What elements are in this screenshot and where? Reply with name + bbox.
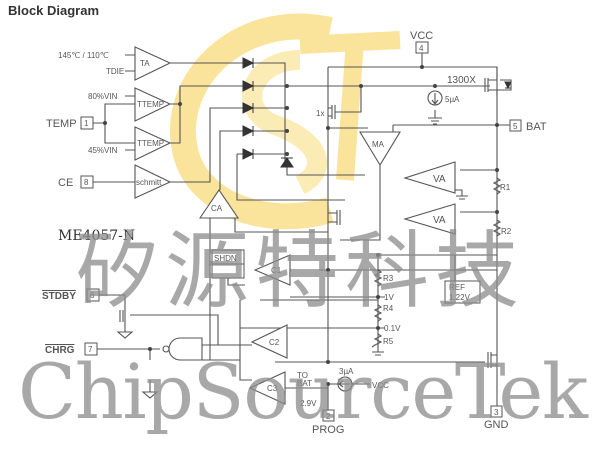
svg-text:GND: GND [484,419,509,431]
r3-label: R3 [383,274,394,283]
diode-icon [280,157,294,168]
diode-icon [242,125,255,137]
svg-text:STDBY: STDBY [42,291,76,302]
svg-text:PROG: PROG [312,424,344,436]
svg-text:VCC: VCC [410,30,433,42]
current-source-5ua [427,90,443,106]
c1-comparator: C1 [253,254,291,286]
transistors [119,67,512,368]
svg-text:3: 3 [494,408,499,417]
temp-amplifier-2: TTEMP [134,126,172,161]
svg-text:TEMP: TEMP [46,118,77,130]
mirror-label: 1x [316,109,324,118]
pin-vcc[interactable]: VCC 4 [410,30,433,54]
svg-text:SHDN: SHDN [214,254,237,263]
svg-text:5: 5 [513,122,518,131]
current-source-3ua [337,376,353,392]
temp-amplifier-1: TTEMP [134,87,172,122]
svg-text:C3: C3 [267,384,278,393]
c3-comparator: C3 [248,371,286,405]
tdie-label: TDIE [106,67,124,76]
watermark-chinese: 矽源特科技 [75,222,525,320]
svg-text:4: 4 [419,44,424,53]
pin-ce[interactable]: CE 8 [58,175,94,189]
pin-temp[interactable]: TEMP 1 [46,116,94,130]
ma-amplifier: MA [359,131,401,167]
r2-label: R2 [501,227,512,236]
to-label: TO [297,371,308,380]
svg-text:1: 1 [84,119,89,128]
svg-text:CE: CE [58,177,73,189]
junction-dots [103,65,499,386]
svg-text:MA: MA [372,140,385,149]
diode-array [242,57,512,168]
0-1v-label: 0.1V [384,324,401,333]
bat-label: BAT [297,379,312,388]
v45-label: 45%VIN [88,146,118,155]
va-amplifier-2: VA [403,203,456,235]
diode-icon [242,80,255,92]
pin-stdby[interactable]: STDBY 6 [42,288,100,302]
i3-label: 3µA [339,367,354,376]
page-title: Block Diagram [8,3,99,18]
ca-amplifier: CA [198,189,240,219]
svg-text:REF: REF [449,283,465,292]
r1-label: R1 [500,183,511,192]
watermark-english: ChipSourceTek [18,347,589,436]
svg-text:schmitt: schmitt [136,178,162,187]
schmitt-trigger: schmitt [134,164,172,199]
temp-threshold-label: 145℃ / 110℃ [58,51,109,60]
svg-text:C1: C1 [271,266,282,275]
shdn-block: SHDN [211,249,245,279]
svg-text:BAT: BAT [526,121,547,133]
va-amplifier-1: VA [403,161,456,194]
r4-label: R4 [383,304,394,313]
diode-icon [242,57,255,69]
i5-label: 5µA [445,95,460,104]
diode-icon [504,81,512,90]
svg-text:TTEMP: TTEMP [137,100,164,109]
svg-text:CHRG: CHRG [45,345,75,356]
svg-text:7: 7 [88,345,93,354]
1v-label: 1V [384,293,394,302]
2-9v-label: 2.9V [300,399,317,408]
svg-text:TTEMP: TTEMP [137,139,164,148]
c2-comparator: C2 [250,324,288,359]
svg-text:C2: C2 [269,338,280,347]
svg-text:VA: VA [433,215,446,226]
part-number: ME4057-N [58,228,135,244]
diode-icon [242,102,255,114]
pmos-ratio-label: 1300X [447,75,476,86]
nand-gate [162,337,203,361]
cst-logo-watermark [170,13,401,230]
svg-text:TA: TA [140,59,150,68]
svg-text:2: 2 [326,412,331,421]
diode-icon [242,148,255,160]
svg-text:CA: CA [211,204,223,213]
ground-icons [116,110,468,399]
r5-label: R5 [383,337,394,346]
pin-bat[interactable]: 5 BAT [509,119,547,133]
vcc-source-label: VCC [372,381,389,390]
svg-text:1.22V: 1.22V [449,293,471,302]
v80-label: 80%VIN [88,92,118,101]
svg-text:6: 6 [90,291,95,300]
svg-text:VA: VA [433,174,446,185]
pin-chrg[interactable]: CHRG 7 [45,342,98,356]
resistors [371,177,502,348]
svg-text:8: 8 [84,178,89,187]
ta-amplifier: TA [134,46,172,81]
